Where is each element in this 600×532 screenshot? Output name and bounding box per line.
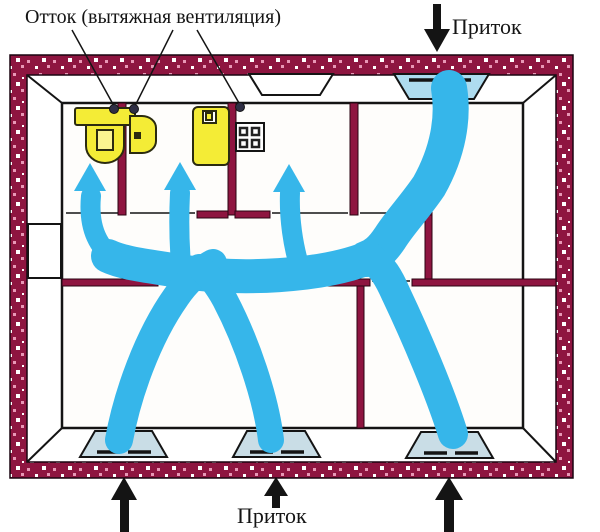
bathroom-vent-icon — [129, 104, 139, 114]
entrance-door — [27, 223, 62, 279]
bathtub-icon — [192, 106, 230, 166]
inflow-arrow-top-icon — [424, 4, 450, 52]
branch-to-toilet — [80, 186, 130, 272]
branch-to-kitchen — [279, 183, 310, 278]
inflow-top-label: Приток — [452, 14, 522, 39]
branch-to-bathroom — [169, 183, 191, 274]
toilet-icon — [74, 107, 136, 165]
airflow-arrowheads — [74, 162, 305, 192]
wall-bottom-rooms — [356, 285, 365, 429]
stove-icon — [235, 122, 265, 152]
inflow-arrow-bottom-right-icon — [435, 477, 463, 532]
toilet-arrowhead — [74, 163, 106, 191]
fixtures — [74, 106, 265, 166]
inflow-bottom-label: Приток — [237, 503, 307, 528]
corner-diagonals — [26, 74, 557, 463]
inflow-arrow-bottom-middle-icon — [264, 477, 288, 508]
exhaust-leader-lines — [71, 29, 240, 107]
inflow-stream-bottom-middle — [186, 254, 284, 453]
wall-kitchen-livingroom — [349, 102, 359, 216]
airflow-streams — [80, 70, 469, 454]
top-window-plain — [247, 73, 335, 96]
inflow-arrows — [111, 4, 463, 532]
sink-icon — [129, 115, 157, 154]
bathroom-arrowhead — [164, 162, 196, 190]
bottom-window-vents — [97, 450, 478, 455]
toilet-vent-icon — [109, 104, 119, 114]
outflow-label: Отток (вытяжная вентиляция) — [25, 6, 281, 28]
kitchen-arrowhead — [273, 164, 305, 192]
wall-corridor-right — [424, 214, 433, 286]
exhaust-vents — [109, 102, 245, 114]
inflow-arrow-bottom-left-icon — [111, 477, 137, 532]
kitchen-vent-icon — [235, 102, 245, 112]
inflow-stream-bottom-right — [356, 244, 468, 449]
